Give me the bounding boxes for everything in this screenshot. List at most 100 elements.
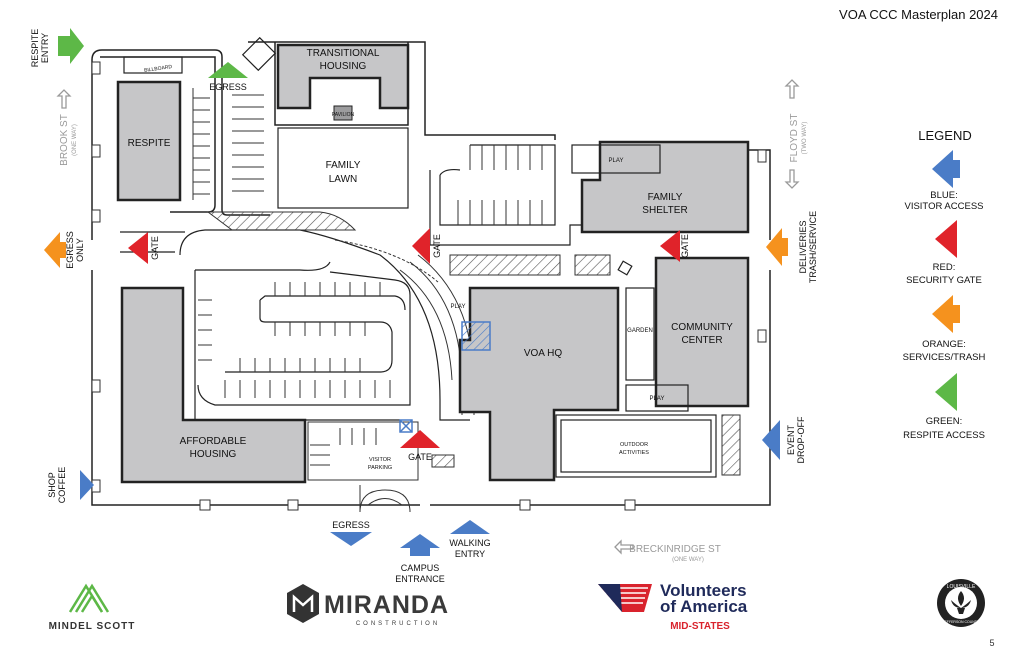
legend-blue-label-2: VISITOR ACCESS — [904, 201, 983, 212]
miranda-logo: MIRANDA CONSTRUCTION — [287, 584, 449, 627]
label-egress-only-2: ONLY — [75, 238, 85, 262]
arrow-deliveries — [766, 228, 788, 266]
mindel-scott-mark-icon — [68, 583, 110, 613]
label-transitional-housing-1: TRANSITIONAL — [307, 48, 380, 59]
buildings — [116, 43, 750, 484]
label-community-center-2: CENTER — [681, 335, 722, 346]
legend-green-label-2: RESPITE ACCESS — [903, 430, 985, 441]
label-deliveries-2: TRASH/SERVICE — [808, 211, 818, 283]
page-title: VOA CCC Masterplan 2024 — [839, 7, 998, 22]
access-arrows — [44, 28, 788, 556]
label-family-lawn-1: FAMILY — [326, 160, 361, 171]
mindel-scott-name: MINDEL SCOTT — [49, 621, 136, 632]
arrow-gate-bottom — [400, 430, 440, 448]
label-visitor-parking-1: VISITOR — [369, 457, 391, 463]
label-pavilion: PAVILION — [332, 112, 355, 118]
area-billboard — [123, 56, 183, 74]
label-egress-only-1: EGRESS — [65, 231, 75, 269]
miranda-sub: CONSTRUCTION — [356, 621, 440, 627]
label-outdoor-activities-1: OUTDOOR — [620, 442, 648, 448]
building-respite — [116, 80, 182, 202]
legend-red-label-1: RED: — [933, 262, 956, 273]
label-respite-entry-2: ENTRY — [40, 33, 50, 63]
label-gate-center: GATE — [432, 234, 442, 258]
arrow-egress-only — [44, 232, 66, 268]
fleur-de-lis-icon — [951, 591, 971, 614]
arrow-egress-top — [208, 62, 248, 78]
building-community-center — [654, 256, 750, 408]
parking-stalls-respite — [192, 88, 264, 200]
label-gate-bottom: GATE — [408, 452, 432, 462]
label-respite: RESPITE — [128, 138, 171, 149]
building-family-shelter — [580, 140, 750, 234]
street-breckinridge-sub: (ONE WAY) — [672, 557, 704, 563]
label-transitional-housing-2: HOUSING — [320, 61, 367, 72]
legend-red-icon — [935, 220, 957, 258]
arrow-campus-entrance — [400, 534, 440, 556]
seal-bottom-text: JEFFERSON COUNTY — [943, 620, 980, 624]
arrow-gate-center — [412, 228, 430, 264]
street-brook-sub: (ONE WAY) — [72, 124, 78, 156]
label-walking-entry-1: WALKING — [449, 538, 490, 548]
legend-green-label-1: GREEN: — [926, 416, 962, 427]
label-outdoor-activities-2: ACTIVITIES — [619, 450, 649, 456]
label-play-lower: PLAY — [650, 396, 665, 402]
one-way-arrows — [56, 79, 800, 555]
area-garden — [625, 287, 655, 381]
building-pavilion — [333, 105, 353, 121]
visitor-kiosks — [399, 321, 491, 433]
building-voa-hq — [458, 286, 620, 482]
page-number: 5 — [989, 638, 994, 648]
legend: LEGEND BLUE: VISITOR ACCESS RED: SECURIT… — [903, 128, 986, 441]
area-play-lower — [625, 384, 689, 412]
label-event-dropoff-2: DROP-OFF — [796, 416, 806, 463]
open-areas — [123, 36, 717, 478]
label-play-left: PLAY — [451, 304, 466, 310]
parking-stalls-north — [457, 145, 543, 225]
label-garden: GARDEN — [627, 328, 653, 334]
legend-orange-icon — [932, 295, 960, 333]
label-family-shelter-1: FAMILY — [648, 192, 683, 203]
arrow-shop-coffee — [80, 470, 94, 500]
label-visitor-parking-2: PARKING — [368, 465, 392, 471]
label-campus-entrance-2: ENTRANCE — [395, 574, 445, 584]
street-brook: BROOK ST — [59, 114, 70, 166]
legend-green-icon — [935, 373, 957, 411]
label-family-lawn-2: LAWN — [329, 174, 358, 185]
seal-top-text: LOUISVILLE — [947, 584, 976, 590]
label-event-dropoff-1: EVENT — [786, 424, 796, 455]
miranda-name: MIRANDA — [324, 591, 449, 619]
label-voa-hq: VOA HQ — [524, 348, 563, 359]
label-shop-coffee-2: COFFEE — [57, 467, 67, 504]
parking-stalls-visitor — [307, 421, 419, 513]
arrow-event-dropoff — [762, 420, 780, 460]
mindel-scott-logo: MINDEL SCOTT — [49, 583, 136, 632]
voa-line-1: Volunteers — [660, 581, 747, 600]
label-walking-entry-2: ENTRY — [455, 549, 485, 559]
arrow-egress-bottom — [330, 532, 372, 546]
label-family-shelter-2: SHELTER — [642, 205, 687, 216]
label-billboard: BILLBOARD — [144, 64, 173, 74]
hatched-drive-zones — [206, 211, 741, 476]
label-deliveries-1: DELIVERIES — [798, 220, 808, 273]
street-floyd-sub: (TWO WAY) — [802, 122, 808, 155]
building-transitional-housing — [276, 43, 410, 110]
legend-orange-label-2: SERVICES/TRASH — [903, 352, 986, 363]
street-breckinridge: BRECKINRIDGE ST — [629, 544, 721, 555]
site-bollards — [91, 61, 767, 511]
label-gate-right: GATE — [680, 234, 690, 258]
legend-title: LEGEND — [918, 128, 971, 143]
street-floyd: FLOYD ST — [789, 114, 800, 163]
arrow-gate-right — [660, 230, 680, 262]
label-affordable-housing-1: AFFORDABLE — [180, 436, 247, 447]
legend-blue-icon — [932, 150, 960, 188]
voa-region: MID-STATES — [670, 621, 730, 632]
arrow-respite-entry — [58, 28, 84, 64]
area-outdoor-activities — [555, 414, 717, 478]
voa-logo: Volunteers of America MID-STATES — [598, 581, 748, 632]
arrow-walking-entry — [450, 520, 490, 534]
legend-blue-label-1: BLUE: — [930, 190, 957, 201]
arrow-gate-left — [128, 232, 148, 264]
label-respite-entry-1: RESPITE — [30, 29, 40, 68]
